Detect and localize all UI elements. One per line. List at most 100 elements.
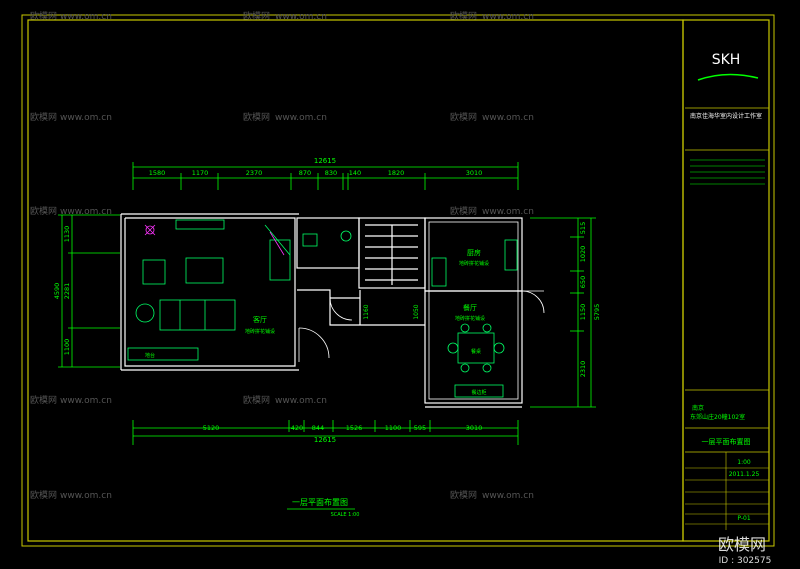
dim-label-top-4: 870 bbox=[299, 169, 311, 177]
dim-label-left-1: 1130 bbox=[63, 226, 71, 243]
dim-label-right-5: 2310 bbox=[579, 361, 587, 378]
kitchen-label: 厨房 bbox=[467, 248, 481, 257]
watermark-url-12: www.om.cn bbox=[482, 491, 534, 501]
watermark-text-2: 欧模网 bbox=[243, 10, 270, 22]
logo-swoosh bbox=[697, 73, 759, 81]
watermark-url-9: www.om.cn bbox=[60, 396, 112, 406]
top-dimension-chain bbox=[132, 162, 519, 190]
dim-label-top-7: 1820 bbox=[388, 169, 405, 177]
watermark-url-4: www.om.cn bbox=[60, 113, 112, 123]
watermark-url-10: www.om.cn bbox=[275, 396, 327, 406]
dim-label-bottom-5: 1100 bbox=[385, 424, 402, 432]
watermark-layer: 欧模网 www.om.cn 欧模网 www.om.cn 欧模网 www.om.c… bbox=[30, 10, 534, 501]
dim-label-bottom-2: 420 bbox=[291, 424, 303, 432]
dim-label-top-5: 830 bbox=[325, 169, 337, 177]
dim-label-right-2: 1020 bbox=[579, 246, 587, 263]
bottom-dimension-labels: 5120 420 844 1526 1100 595 3010 bbox=[203, 424, 483, 432]
dim-label-right-1: 515 bbox=[579, 222, 587, 234]
sheet-date: 2011.1.25 bbox=[729, 471, 760, 478]
sheet-title: 一层平面布置图 bbox=[702, 437, 751, 446]
notes-block bbox=[690, 159, 765, 185]
drawing-title: 一层平面布置图 bbox=[292, 497, 348, 507]
watermark-text-4: 欧模网 bbox=[30, 111, 57, 123]
overall-dimension-top: 12615 bbox=[314, 157, 336, 165]
bench-label: 地台 bbox=[145, 352, 155, 359]
side-table bbox=[135, 303, 155, 323]
watermark-text-11: 欧模网 bbox=[30, 489, 57, 501]
watermark-text-7: 欧模网 bbox=[30, 205, 57, 217]
watermark-text-10: 欧模网 bbox=[243, 394, 270, 406]
dim-label-right-total: 5795 bbox=[593, 304, 601, 321]
walls bbox=[120, 213, 523, 408]
fridge bbox=[431, 257, 447, 287]
side-cabinet bbox=[454, 384, 504, 398]
coffee-table bbox=[185, 257, 224, 284]
watermark-text-6: 欧模网 bbox=[450, 111, 477, 123]
watermark-url-7: www.om.cn bbox=[60, 207, 112, 217]
watermark-url-6: www.om.cn bbox=[482, 113, 534, 123]
watermark-id: ID : 302575 bbox=[719, 556, 772, 566]
sheet-scale: 1:00 bbox=[737, 459, 751, 466]
watermark-text-5: 欧模网 bbox=[243, 111, 270, 123]
watermark-url-8: www.om.cn bbox=[482, 207, 534, 217]
dining-table-label: 餐桌 bbox=[471, 348, 481, 355]
inner-dim-2: 1050 bbox=[413, 304, 420, 319]
sheet-number: P-01 bbox=[737, 515, 750, 522]
dim-label-bottom-7: 3010 bbox=[466, 424, 483, 432]
armchair bbox=[142, 259, 166, 285]
project-line-1: 南京 bbox=[692, 404, 704, 412]
dining-room-floor-note: 地砖拼花铺设 bbox=[455, 315, 485, 322]
title-block-frame bbox=[682, 19, 770, 542]
watermark-brand: 欧模网 bbox=[718, 535, 766, 554]
cabinet-label: 餐边柜 bbox=[471, 389, 486, 396]
dim-label-right-4: 1150 bbox=[579, 304, 587, 321]
door-swings bbox=[298, 290, 545, 362]
furniture bbox=[127, 219, 518, 398]
dim-label-top-3: 2370 bbox=[246, 169, 263, 177]
watermark-text-12: 欧模网 bbox=[450, 489, 477, 501]
dim-label-left-total: 4590 bbox=[53, 283, 61, 300]
watermark-url-11: www.om.cn bbox=[60, 491, 112, 501]
watermark-url-2: www.om.cn bbox=[275, 12, 327, 22]
outer-frame bbox=[21, 14, 775, 547]
watermark-text-8: 欧模网 bbox=[450, 205, 477, 217]
living-room-floor-note: 地砖拼花铺设 bbox=[245, 328, 275, 335]
inner-dim-1: 1160 bbox=[363, 304, 370, 319]
wash-basin bbox=[340, 230, 352, 242]
right-dimension-chain bbox=[530, 217, 596, 408]
living-room-label: 客厅 bbox=[253, 315, 267, 324]
dim-label-top-2: 1170 bbox=[192, 169, 209, 177]
right-dimension-labels: 515 1020 650 1150 2310 5795 bbox=[579, 222, 601, 377]
left-dimension-chain bbox=[58, 214, 120, 368]
dim-label-bottom-4: 1526 bbox=[346, 424, 363, 432]
dim-label-bottom-6: 595 bbox=[414, 424, 426, 432]
logo-text: SKH bbox=[712, 52, 741, 68]
watermark-text-3: 欧模网 bbox=[450, 10, 477, 22]
sofa bbox=[159, 299, 236, 331]
kitchen-floor-note: 地砖拼花铺设 bbox=[459, 260, 489, 267]
dim-label-top-8: 3010 bbox=[466, 169, 483, 177]
dim-label-bottom-1: 5120 bbox=[203, 424, 220, 432]
title-block-rows bbox=[685, 452, 769, 530]
dim-label-top-1: 1580 bbox=[149, 169, 166, 177]
overall-dimension-bottom: 12615 bbox=[314, 436, 336, 444]
top-dimension-labels: 1580 1170 2370 870 830 140 1820 3010 bbox=[149, 169, 483, 177]
dim-label-left-2: 2281 bbox=[63, 283, 71, 300]
bottom-dimension-chain bbox=[132, 420, 519, 445]
watermark-text-9: 欧模网 bbox=[30, 394, 57, 406]
dim-label-bottom-3: 844 bbox=[312, 424, 324, 432]
watermark-url-3: www.om.cn bbox=[482, 12, 534, 22]
toilet bbox=[302, 233, 318, 247]
scale-label: SCALE 1:00 bbox=[331, 512, 360, 518]
watermark-url-1: www.om.cn bbox=[60, 12, 112, 22]
bench bbox=[127, 347, 199, 361]
stove bbox=[504, 239, 518, 271]
left-dimension-labels: 1130 2281 1100 4590 bbox=[53, 226, 71, 356]
dim-label-left-3: 1100 bbox=[63, 339, 71, 356]
watermark-text-1: 欧模网 bbox=[30, 10, 57, 22]
dim-label-top-6: 140 bbox=[349, 169, 361, 177]
company-name: 南京佳海华室内设计工作室 bbox=[690, 112, 762, 120]
dining-room-label: 餐厅 bbox=[463, 303, 477, 312]
watermark-url-5: www.om.cn bbox=[275, 113, 327, 123]
